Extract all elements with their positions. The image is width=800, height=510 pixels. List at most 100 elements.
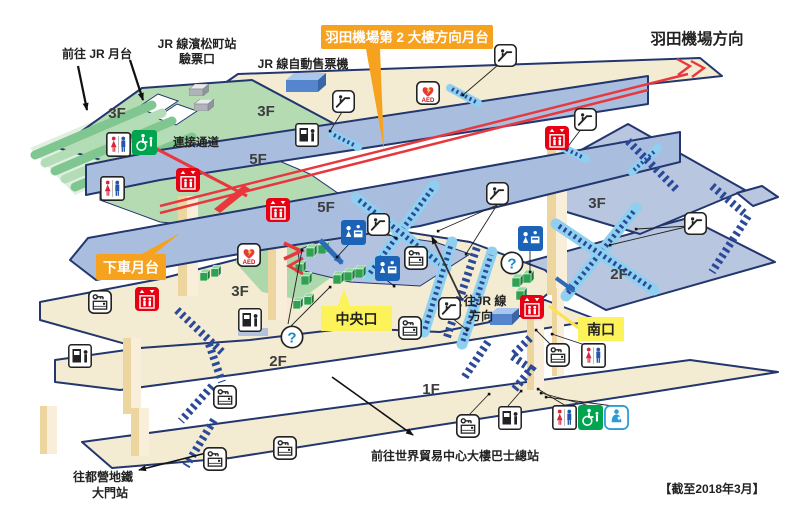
ticket-gate — [306, 244, 317, 257]
restroom-icon — [552, 405, 577, 430]
escalator-ramp — [456, 246, 498, 350]
label-haneda-direction: 羽田機場方向 — [650, 29, 743, 48]
elevator-icon — [545, 126, 569, 150]
stairs — [625, 138, 681, 194]
label-jr-gate-2: 驗票口 — [179, 51, 215, 66]
escalator-ramp — [418, 236, 458, 338]
ticket-gate — [333, 271, 344, 284]
fare-adjustment-icon — [68, 344, 92, 368]
label-connecting-passage: 連接通道 — [173, 135, 219, 149]
stairs — [709, 182, 747, 217]
escalator-icon — [438, 297, 461, 320]
stairs — [460, 339, 492, 381]
svg-text:?: ? — [507, 256, 516, 273]
escalator-icon — [332, 90, 355, 113]
ticket-gate — [211, 265, 221, 277]
coin-locker-icon — [213, 385, 237, 409]
fare-adjustment-icon — [295, 123, 319, 147]
arrow-to-jr-platform — [128, 59, 145, 101]
label-as-of-date: 【截至2018年3月】 — [659, 481, 764, 496]
elevator-icon — [135, 287, 159, 311]
aed-icon: AED — [237, 243, 261, 267]
floor-label-5f-lower: 5F — [317, 199, 335, 216]
flow-arrow-blue — [554, 276, 576, 293]
arrow-to-toei — [138, 451, 211, 472]
accessible-restroom-icon — [132, 130, 157, 155]
text-labels: 前往 JR 月台 JR 線濱松町站 驗票口 JR 線自動售票機 羽田機場方向 連… — [62, 29, 765, 500]
escalator-icon — [486, 182, 509, 205]
monorail-track — [127, 57, 707, 215]
coin-locker-icon — [273, 436, 297, 460]
arrow-to-jr-platform — [76, 65, 89, 111]
elevator-icon — [176, 168, 200, 192]
leader-lines — [287, 58, 691, 417]
escalator-icon — [494, 44, 517, 67]
callout-haneda-t2-platform: 羽田機場第 2 大樓方向月台 — [321, 25, 493, 150]
stairs — [708, 213, 752, 275]
pillar — [527, 312, 544, 390]
south-exit-leader — [548, 304, 581, 331]
escalator-ramp — [550, 218, 660, 296]
svg-text:下車月台: 下車月台 — [103, 260, 159, 276]
floor-label-3f-right: 3F — [588, 195, 606, 212]
fare-adjustment-icon — [498, 406, 522, 430]
elevator-icon — [266, 198, 290, 222]
escalator-ramp — [350, 192, 452, 274]
coin-locker-icon — [88, 290, 112, 314]
arrow-to-bus-terminal — [331, 376, 414, 436]
aed-icon: AED — [416, 81, 440, 105]
ticket-gate — [293, 297, 303, 309]
arrow-to-jr-line — [431, 236, 463, 301]
svg-text:AED: AED — [422, 98, 435, 104]
escalator-icon — [574, 108, 597, 131]
label-to-toei-2: 大門站 — [92, 485, 128, 500]
ticket-office-icon — [375, 256, 400, 281]
floor-label-3f-top: 3F — [257, 103, 275, 120]
callout-south-exit: 南口 — [578, 317, 624, 341]
coin-locker-icon — [398, 316, 422, 340]
svg-text:羽田機場第 2 大樓方向月台: 羽田機場第 2 大樓方向月台 — [325, 29, 489, 45]
pillar — [123, 338, 141, 414]
south-ticket-machine — [490, 308, 519, 325]
ticket-gate — [523, 270, 534, 283]
information-icon: ? — [500, 251, 524, 275]
stairs — [443, 245, 481, 339]
flow-arrow-blue — [318, 238, 344, 265]
label-to-jr-line-1: 往JR 線 — [464, 293, 507, 308]
ticket-office-icon — [341, 220, 366, 245]
stairs — [205, 342, 226, 384]
floor-2f-right — [519, 217, 776, 311]
pillar — [40, 406, 57, 454]
svg-text:中央口: 中央口 — [336, 311, 378, 327]
svg-text:AED: AED — [243, 260, 256, 266]
svg-text:南口: 南口 — [587, 322, 615, 338]
stairs — [182, 417, 218, 469]
ticket-gate — [304, 293, 314, 305]
pillar — [268, 225, 287, 320]
label-to-toei-1: 往都營地鐵 — [73, 469, 133, 484]
coin-locker-icon — [203, 447, 227, 471]
coin-locker-icon — [404, 246, 428, 270]
floor-1f — [81, 359, 779, 469]
floor-label-2f-right: 2F — [610, 266, 628, 283]
direction-chevrons-icon — [676, 57, 707, 78]
floor-label-3f-mid: 3F — [231, 283, 249, 300]
label-to-wtc-bus: 前往世界貿易中心大樓巴士總站 — [371, 448, 539, 463]
callout-central-exit: 中央口 — [321, 289, 392, 331]
floor-label-2f: 2F — [269, 353, 287, 370]
information-icon: ? — [280, 325, 304, 349]
staircases — [174, 138, 752, 469]
ticket-gate — [200, 269, 210, 281]
restroom-icon — [106, 132, 131, 157]
ticket-office-icon — [518, 226, 543, 251]
jr-ticket-machine-bank — [286, 73, 326, 92]
escalator-ramp — [628, 144, 662, 176]
pillar — [547, 140, 567, 295]
elevator-icon — [520, 295, 544, 319]
floor-label-5f-upper: 5F — [249, 151, 267, 168]
escalator-icon — [367, 213, 390, 236]
ticket-gate — [512, 274, 523, 287]
pillar — [552, 288, 564, 376]
facility-icons: AED AED ? ? — [68, 44, 707, 471]
